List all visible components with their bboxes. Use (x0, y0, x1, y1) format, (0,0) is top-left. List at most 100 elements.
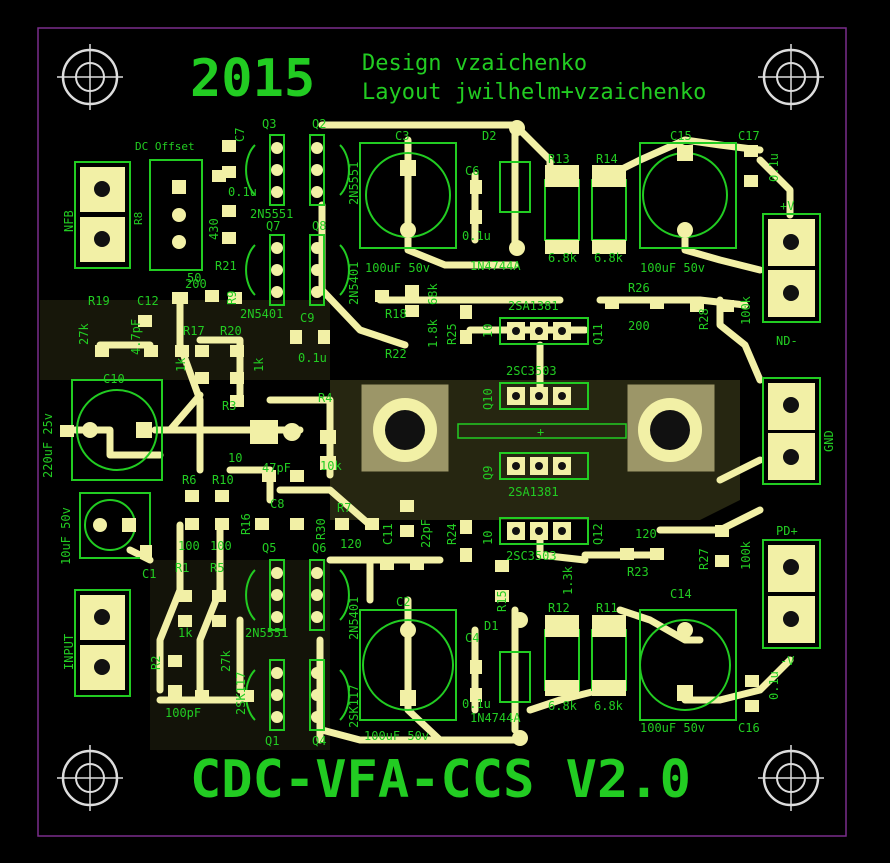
label-c16-val: 0.1u (767, 671, 781, 700)
label-d2: D2 (482, 129, 496, 143)
label-q7: Q7 (266, 219, 280, 233)
mount-hole-bottom-right (756, 743, 826, 813)
label-c16: C16 (738, 721, 760, 735)
label-r26-val: 200 (628, 319, 650, 333)
label-r25-val: 10 (481, 324, 495, 338)
label-r19: R19 (88, 294, 110, 308)
credit-layout: Layout jwilhelm+vzaichenko (362, 80, 706, 105)
terminal-nfb (74, 161, 131, 269)
label-plus-v: +V (780, 199, 794, 213)
label-r18: R18 (385, 307, 407, 321)
label-c11: C11 (381, 523, 395, 545)
label-q1: Q1 (265, 734, 279, 748)
label-c12-val: 4.7pF (129, 319, 143, 355)
trimmer-r8 (149, 159, 203, 271)
label-c9-val: 0.1u (298, 351, 327, 365)
label-r25: R25 (445, 323, 459, 345)
label-minus-v: -V (780, 654, 794, 668)
label-q10-part: 2SC3503 (506, 364, 557, 378)
thru-hole-pads (250, 420, 301, 444)
label-gnd: GND (822, 430, 836, 452)
mount-hole-bottom-left (55, 743, 125, 813)
label-c17: C17 (738, 129, 760, 143)
label-c8: C8 (270, 497, 284, 511)
label-r12-val: 6.8k (548, 699, 578, 713)
label-r28-val: 100k (739, 295, 753, 325)
label-r13: R13 (548, 152, 570, 166)
label-c12: C12 (137, 294, 159, 308)
label-q12: Q12 (591, 523, 605, 545)
label-r10-val: 100 (210, 539, 232, 553)
label-d2-part: 1N4744A (470, 259, 521, 273)
label-q11: Q11 (591, 323, 605, 345)
label-r23: R23 (627, 565, 649, 579)
capacitors-electrolytic (71, 142, 737, 721)
label-c7-val: 0.1u (228, 185, 257, 199)
label-r16: R16 (239, 513, 253, 535)
label-c6-val: 0.1u (462, 229, 491, 243)
board-year: 2015 (190, 49, 315, 109)
power-resistors (544, 165, 627, 696)
label-c6: C6 (465, 164, 479, 178)
label-q6-part: 2N5401 (347, 597, 361, 640)
label-q2-part: 2N5551 (347, 162, 361, 205)
label-c7: C7 (233, 128, 247, 142)
label-r9: R9 (225, 291, 239, 305)
label-r26: R26 (628, 281, 650, 295)
transistor-pads (271, 142, 323, 723)
label-c3: C3 (395, 129, 409, 143)
label-c9: C9 (300, 311, 314, 325)
label-r5: R5 (210, 561, 224, 575)
label-r14: R14 (596, 152, 618, 166)
label-nfb: NFB (62, 210, 76, 232)
label-c15: C15 (670, 129, 692, 143)
heatsink-area: + (361, 384, 715, 472)
credit-design: Design vzaichenko (362, 51, 587, 76)
label-r27-val: 100k (739, 540, 753, 570)
label-c10-val: 220uF 25v (41, 413, 55, 478)
label-r9-val: 430 (207, 218, 221, 240)
label-q4-part: 2SK117 (347, 685, 361, 728)
label-c14-val: 100uF 50v (640, 721, 705, 735)
power-transistor-rows (499, 317, 589, 545)
label-c15-val: 100uF 50v (640, 261, 705, 275)
label-r3-val: 10 (228, 451, 242, 465)
label-r24-val: 10 (481, 531, 495, 545)
board-outline (37, 27, 847, 837)
smd-pads (60, 140, 759, 712)
label-r1: R1 (175, 561, 189, 575)
label-r2: R2 (149, 656, 163, 670)
board-title: CDC-VFA-CCS V2.0 (190, 750, 691, 810)
label-c4: C4 (465, 631, 479, 645)
label-q4: Q4 (312, 734, 326, 748)
label-2n5401: 2N5401 (240, 307, 283, 321)
label-r10: R10 (212, 473, 234, 487)
terminal-v-plus (762, 213, 821, 323)
label-q3: Q3 (262, 117, 276, 131)
label-c5-val: 10uF 50v (59, 507, 73, 565)
cap-pads (82, 145, 693, 706)
label-q6: Q6 (312, 541, 326, 555)
label-r13-val: 6.8k (548, 251, 578, 265)
label-q11-part: 2SA1381 (508, 299, 559, 313)
label-q12-part: 2SC3503 (506, 549, 557, 563)
label-r8-val: 50 (187, 271, 201, 285)
label-r1-val: 1k (178, 626, 193, 640)
label-r15-val: 1.3k (561, 565, 575, 595)
label-q9: Q9 (481, 466, 495, 480)
terminal-gnd (762, 377, 821, 485)
label-q8: Q8 (312, 219, 326, 233)
label-c11-val: 22pF (419, 519, 433, 548)
label-r7: R7 (337, 501, 351, 515)
label-r5-val: 27k (219, 650, 233, 672)
label-c2-val: 100uF 50v (364, 729, 429, 743)
silk-labels: DC Offset R8 50 R21 200 430 R9 Q3 Q2 2N5… (41, 117, 781, 748)
label-r23-val: 120 (635, 527, 657, 541)
label-r3: R3 (222, 399, 236, 413)
mount-hole-top-right (756, 42, 826, 112)
label-c14: C14 (670, 587, 692, 601)
label-d1-part: 1N4744A (470, 711, 521, 725)
label-d1: D1 (484, 619, 498, 633)
label-r14-val: 6.8k (594, 251, 624, 265)
